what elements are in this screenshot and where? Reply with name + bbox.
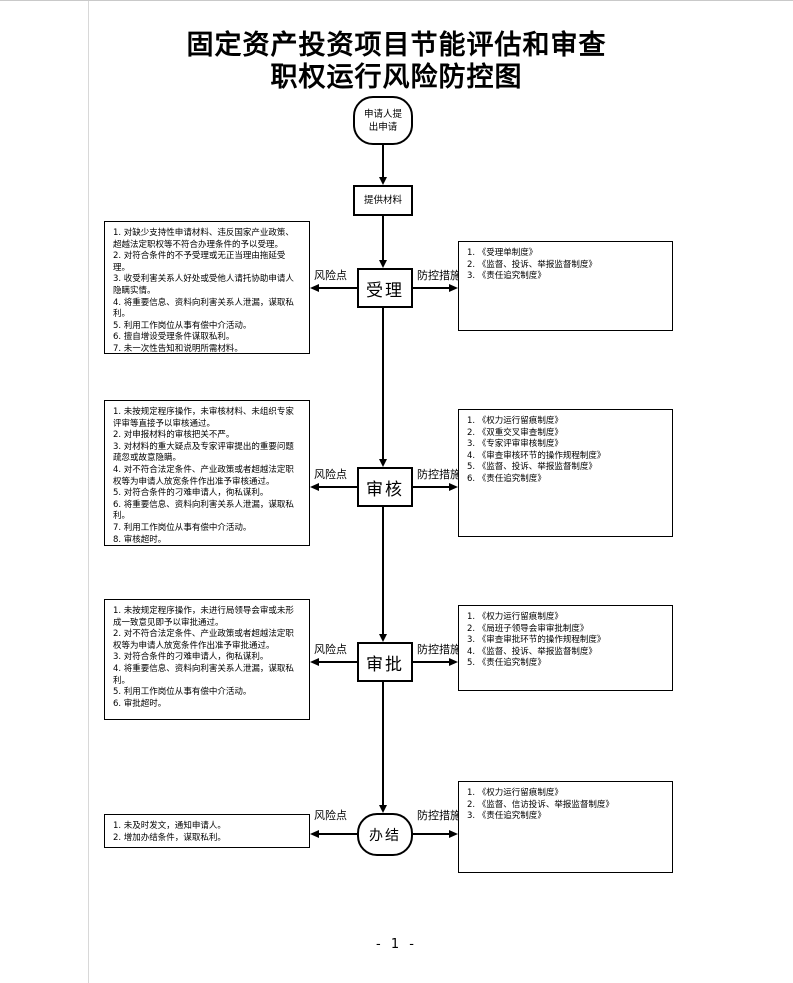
list-item: 5. 利用工作岗位从事有偿中介活动。	[113, 320, 252, 331]
list-item: 1. 未按规定程序操作，未审核材料、未组织专家评审等直接予以审核通过。	[113, 407, 294, 429]
connector-line	[382, 507, 384, 634]
list-item: 3. 对符合条件的刁难申请人，徇私谋利。	[113, 652, 269, 663]
connector-line	[413, 486, 449, 488]
measure-label: 防控措施	[417, 643, 461, 656]
risk-box-acceptance: 1. 对缺少支持性申请材料、违反国家产业政策、超越法定职权等不符合办理条件的予以…	[104, 221, 310, 354]
arrow-down-icon	[379, 177, 387, 185]
page-title-line2: 职权运行风险防控图	[270, 62, 523, 93]
page-number: - 1 -	[376, 937, 417, 952]
list-item: 1. 《受理单制度》	[467, 248, 538, 258]
arrow-left-icon	[310, 830, 319, 838]
arrow-right-icon	[449, 483, 458, 491]
connector-line	[382, 682, 384, 805]
list-item: 2. 对符合条件的不予受理或无正当理由拖延受理。	[113, 251, 286, 273]
risk-box-completion: 1. 未及时发文，通知申请人。2. 增加办结条件，谋取私利。	[104, 814, 310, 848]
list-item: 7. 利用工作岗位从事有偿中介活动。	[113, 522, 252, 533]
list-item: 6. 将重要信息、资料向利害关系人泄漏，谋取私利。	[113, 499, 294, 522]
stage-node-review: 审核	[357, 467, 413, 507]
list-item: 5. 《监督、投诉、举报监督制度》	[467, 462, 597, 473]
stage-node-acceptance: 受理	[357, 268, 413, 308]
connector-line	[413, 833, 449, 835]
risk-label: 风险点	[314, 468, 347, 481]
list-item: 1. 未按规定程序操作，未进行局领导会审或未形成一致意见即予以审批通过。	[113, 606, 294, 628]
connector-line	[319, 661, 357, 663]
risk-label: 风险点	[314, 269, 347, 282]
measure-box-completion: 1. 《权力运行留痕制度》2. 《监督、信访投诉、举报监督制度》3. 《责任追究…	[458, 781, 673, 873]
connector-line	[413, 661, 449, 663]
list-item: 3. 《专家评审审核制度》	[467, 439, 563, 450]
connector-line	[319, 833, 357, 835]
page-title-line1: 固定资产投资项目节能评估和审查	[186, 30, 607, 61]
list-item: 6. 审批超时。	[113, 698, 167, 709]
list-item: 5. 对符合条件的刁难申请人，徇私谋利。	[113, 488, 269, 499]
connector-line	[319, 486, 357, 488]
list-item: 1. 未及时发文，通知申请人。	[113, 821, 226, 831]
measure-box-review: 1. 《权力运行留痕制度》2. 《双重交叉审查制度》3. 《专家评审审核制度》4…	[458, 409, 673, 537]
list-item: 8. 审核超时。	[113, 534, 167, 545]
arrow-down-icon	[379, 260, 387, 268]
connector-line	[382, 308, 384, 459]
connector-line	[319, 287, 357, 289]
connector-line	[382, 145, 384, 177]
list-item: 7. 未一次性告知和说明所需材料。	[113, 343, 243, 354]
list-item: 4. 将重要信息、资料向利害关系人泄漏，谋取私利。	[113, 297, 294, 320]
arrow-right-icon	[449, 284, 458, 292]
arrow-down-icon	[379, 459, 387, 467]
list-item: 2. 对申报材料的审核把关不严。	[113, 430, 235, 441]
measure-label: 防控措施	[417, 269, 461, 282]
risk-box-approval: 1. 未按规定程序操作，未进行局领导会审或未形成一致意见即予以审批通过。2. 对…	[104, 599, 310, 720]
list-item: 1. 《权力运行留痕制度》	[467, 416, 563, 426]
list-item: 1. 对缺少支持性申请材料、违反国家产业政策、超越法定职权等不符合办理条件的予以…	[113, 228, 294, 250]
arrow-down-icon	[379, 634, 387, 642]
list-item: 2. 《双重交叉审查制度》	[467, 427, 563, 438]
measure-label: 防控措施	[417, 809, 461, 822]
list-item: 6. 《责任追究制度》	[467, 473, 546, 484]
arrow-down-icon	[379, 805, 387, 813]
measure-box-acceptance: 1. 《受理单制度》2. 《监督、投诉、举报监督制度》3. 《责任追究制度》	[458, 241, 673, 331]
list-item: 3. 收受利害关系人好处或受他人请托协助申请人隐瞒实情。	[113, 274, 294, 296]
list-item: 6. 擅自增设受理条件谋取私利。	[113, 332, 235, 343]
start-node: 申请人提出申请	[353, 96, 413, 145]
list-item: 3. 对材料的重大疑点及专家评审提出的重要问题疏忽或故意隐瞒。	[113, 441, 294, 464]
list-item: 3. 《责任追究制度》	[467, 811, 546, 822]
list-item: 3. 《责任追究制度》	[467, 271, 546, 282]
list-item: 5. 利用工作岗位从事有偿中介活动。	[113, 687, 252, 698]
list-item: 2. 对不符合法定条件、产业政策或者超越法定职权等为申请人放宽条件作出准予审批通…	[113, 629, 294, 651]
measure-box-approval: 1. 《权力运行留痕制度》2. 《局班子领导会审审批制度》3. 《审查审批环节的…	[458, 605, 673, 691]
risk-label: 风险点	[314, 643, 347, 656]
measure-label: 防控措施	[417, 468, 461, 481]
list-item: 2. 《监督、信访投诉、举报监督制度》	[467, 799, 614, 810]
list-item: 4. 《监督、投诉、举报监督制度》	[467, 646, 597, 657]
arrow-left-icon	[310, 284, 319, 292]
list-item: 4. 《审查审核环节的操作规程制度》	[467, 450, 606, 461]
risk-label: 风险点	[314, 809, 347, 822]
list-item: 2. 增加办结条件，谋取私利。	[113, 832, 226, 843]
scan-edge-line	[88, 1, 89, 983]
list-item: 4. 对不符合法定条件、产业政策或者超越法定职权等为申请人放宽条件作出准予审核通…	[113, 464, 294, 487]
stage-node-approval: 审批	[357, 642, 413, 682]
connector-line	[413, 287, 449, 289]
list-item: 3. 《审查审批环节的操作规程制度》	[467, 635, 606, 646]
arrow-left-icon	[310, 658, 319, 666]
list-item: 4. 将重要信息、资料向利害关系人泄漏，谋取私利。	[113, 663, 294, 686]
arrow-right-icon	[449, 830, 458, 838]
list-item: 2. 《监督、投诉、举报监督制度》	[467, 259, 597, 270]
risk-box-review: 1. 未按规定程序操作，未审核材料、未组织专家评审等直接予以审核通过。2. 对申…	[104, 400, 310, 546]
provide-materials-node: 提供材料	[353, 185, 413, 216]
stage-node-completion: 办结	[357, 813, 413, 856]
list-item: 1. 《权力运行留痕制度》	[467, 788, 563, 798]
list-item: 1. 《权力运行留痕制度》	[467, 612, 563, 622]
arrow-right-icon	[449, 658, 458, 666]
connector-line	[382, 216, 384, 260]
arrow-left-icon	[310, 483, 319, 491]
list-item: 2. 《局班子领导会审审批制度》	[467, 623, 589, 634]
list-item: 5. 《责任追究制度》	[467, 658, 546, 669]
